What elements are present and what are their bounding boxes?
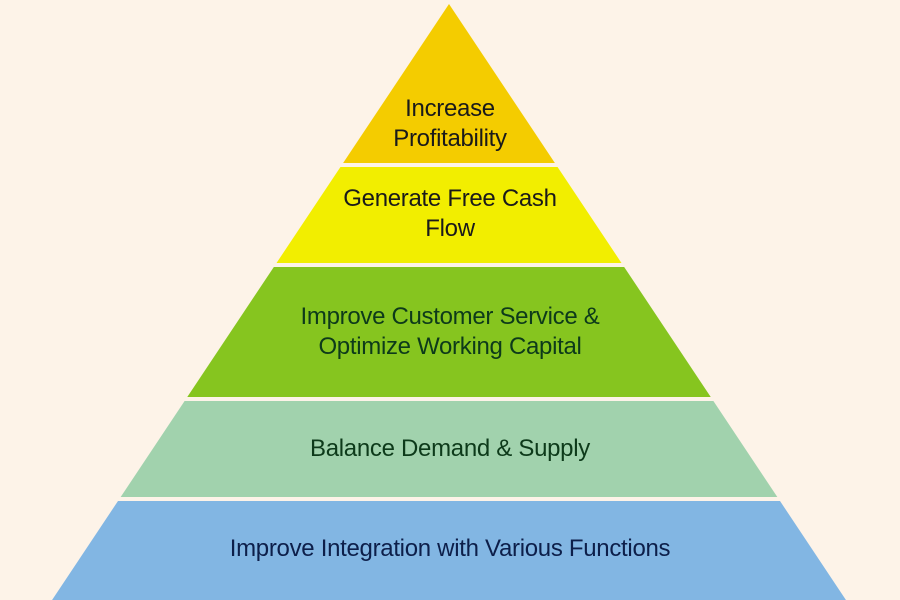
pyramid-level-1: [343, 4, 555, 163]
level-4-line1: Balance Demand & Supply: [310, 435, 590, 462]
level-2-line2: Flow: [425, 215, 475, 242]
level-2-label: Generate Free Cash Flow: [0, 184, 900, 244]
pyramid-level-4: [120, 401, 778, 497]
level-5-label: Improve Integration with Various Functio…: [0, 534, 900, 564]
pyramid-level-2: [276, 167, 622, 263]
pyramid-level-3: [187, 267, 711, 397]
level-3-line1: Improve Customer Service &: [300, 303, 600, 330]
pyramid-level-5: [52, 501, 846, 600]
level-3-line2: Optimize Working Capital: [318, 333, 582, 360]
level-1-line1: Increase: [405, 95, 495, 122]
level-1-label: Increase Profitability: [0, 94, 900, 154]
level-2-line1: Generate Free Cash: [343, 185, 557, 212]
level-1-line2: Profitability: [393, 125, 507, 152]
level-5-line1: Improve Integration with Various Functio…: [229, 535, 671, 562]
level-3-label: Improve Customer Service & Optimize Work…: [0, 302, 900, 362]
level-4-label: Balance Demand & Supply: [0, 434, 900, 464]
